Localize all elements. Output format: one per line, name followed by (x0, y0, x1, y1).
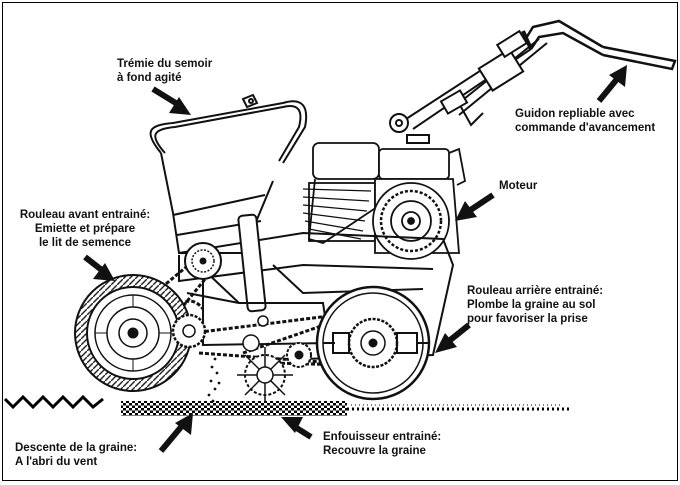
label-front-roller: Rouleau avant entrainé: Emiette et prépa… (19, 209, 151, 249)
seed-hopper (149, 93, 308, 254)
arrow-icon-seed-descent (158, 413, 193, 453)
seed-stream (207, 357, 221, 403)
arrow-icon-hopper (151, 86, 191, 115)
label-burier: Enfouisseur entrainé: Recouvre la graine (323, 431, 442, 457)
label-hopper: Trémie du semoir à fond agité (117, 58, 213, 84)
callout-arrows (83, 65, 627, 453)
arrow-icon-front-roller (83, 254, 115, 281)
label-handlebar: Guidon repliable avec commande d'avancem… (515, 108, 656, 134)
arrow-icon-engine (455, 192, 495, 221)
seed-burier (237, 315, 312, 403)
label-engine: Moteur (499, 180, 538, 192)
untilled-ground-zigzag (3, 394, 104, 410)
seedbed-band (121, 401, 347, 416)
label-seed-descent: Descente de la graine: A l'abri du vent (15, 442, 138, 468)
front-roller (74, 274, 192, 392)
fuel-tank (312, 142, 380, 180)
chassis-frame (178, 213, 455, 360)
handlebar-assembly (389, 19, 677, 144)
engine (302, 142, 467, 260)
rear-roller (315, 285, 431, 401)
arrow-icon-rear-roller (435, 322, 471, 353)
ground (3, 394, 571, 416)
arrow-icon-burier (281, 417, 313, 440)
arrow-icon-handlebar (596, 65, 627, 103)
flywheel-icon (372, 182, 450, 260)
seeder-machine-drawing (3, 19, 677, 453)
front-sprockets (171, 242, 222, 349)
label-rear-roller: Rouleau arrière entrainé: Plombe la grai… (467, 285, 604, 325)
